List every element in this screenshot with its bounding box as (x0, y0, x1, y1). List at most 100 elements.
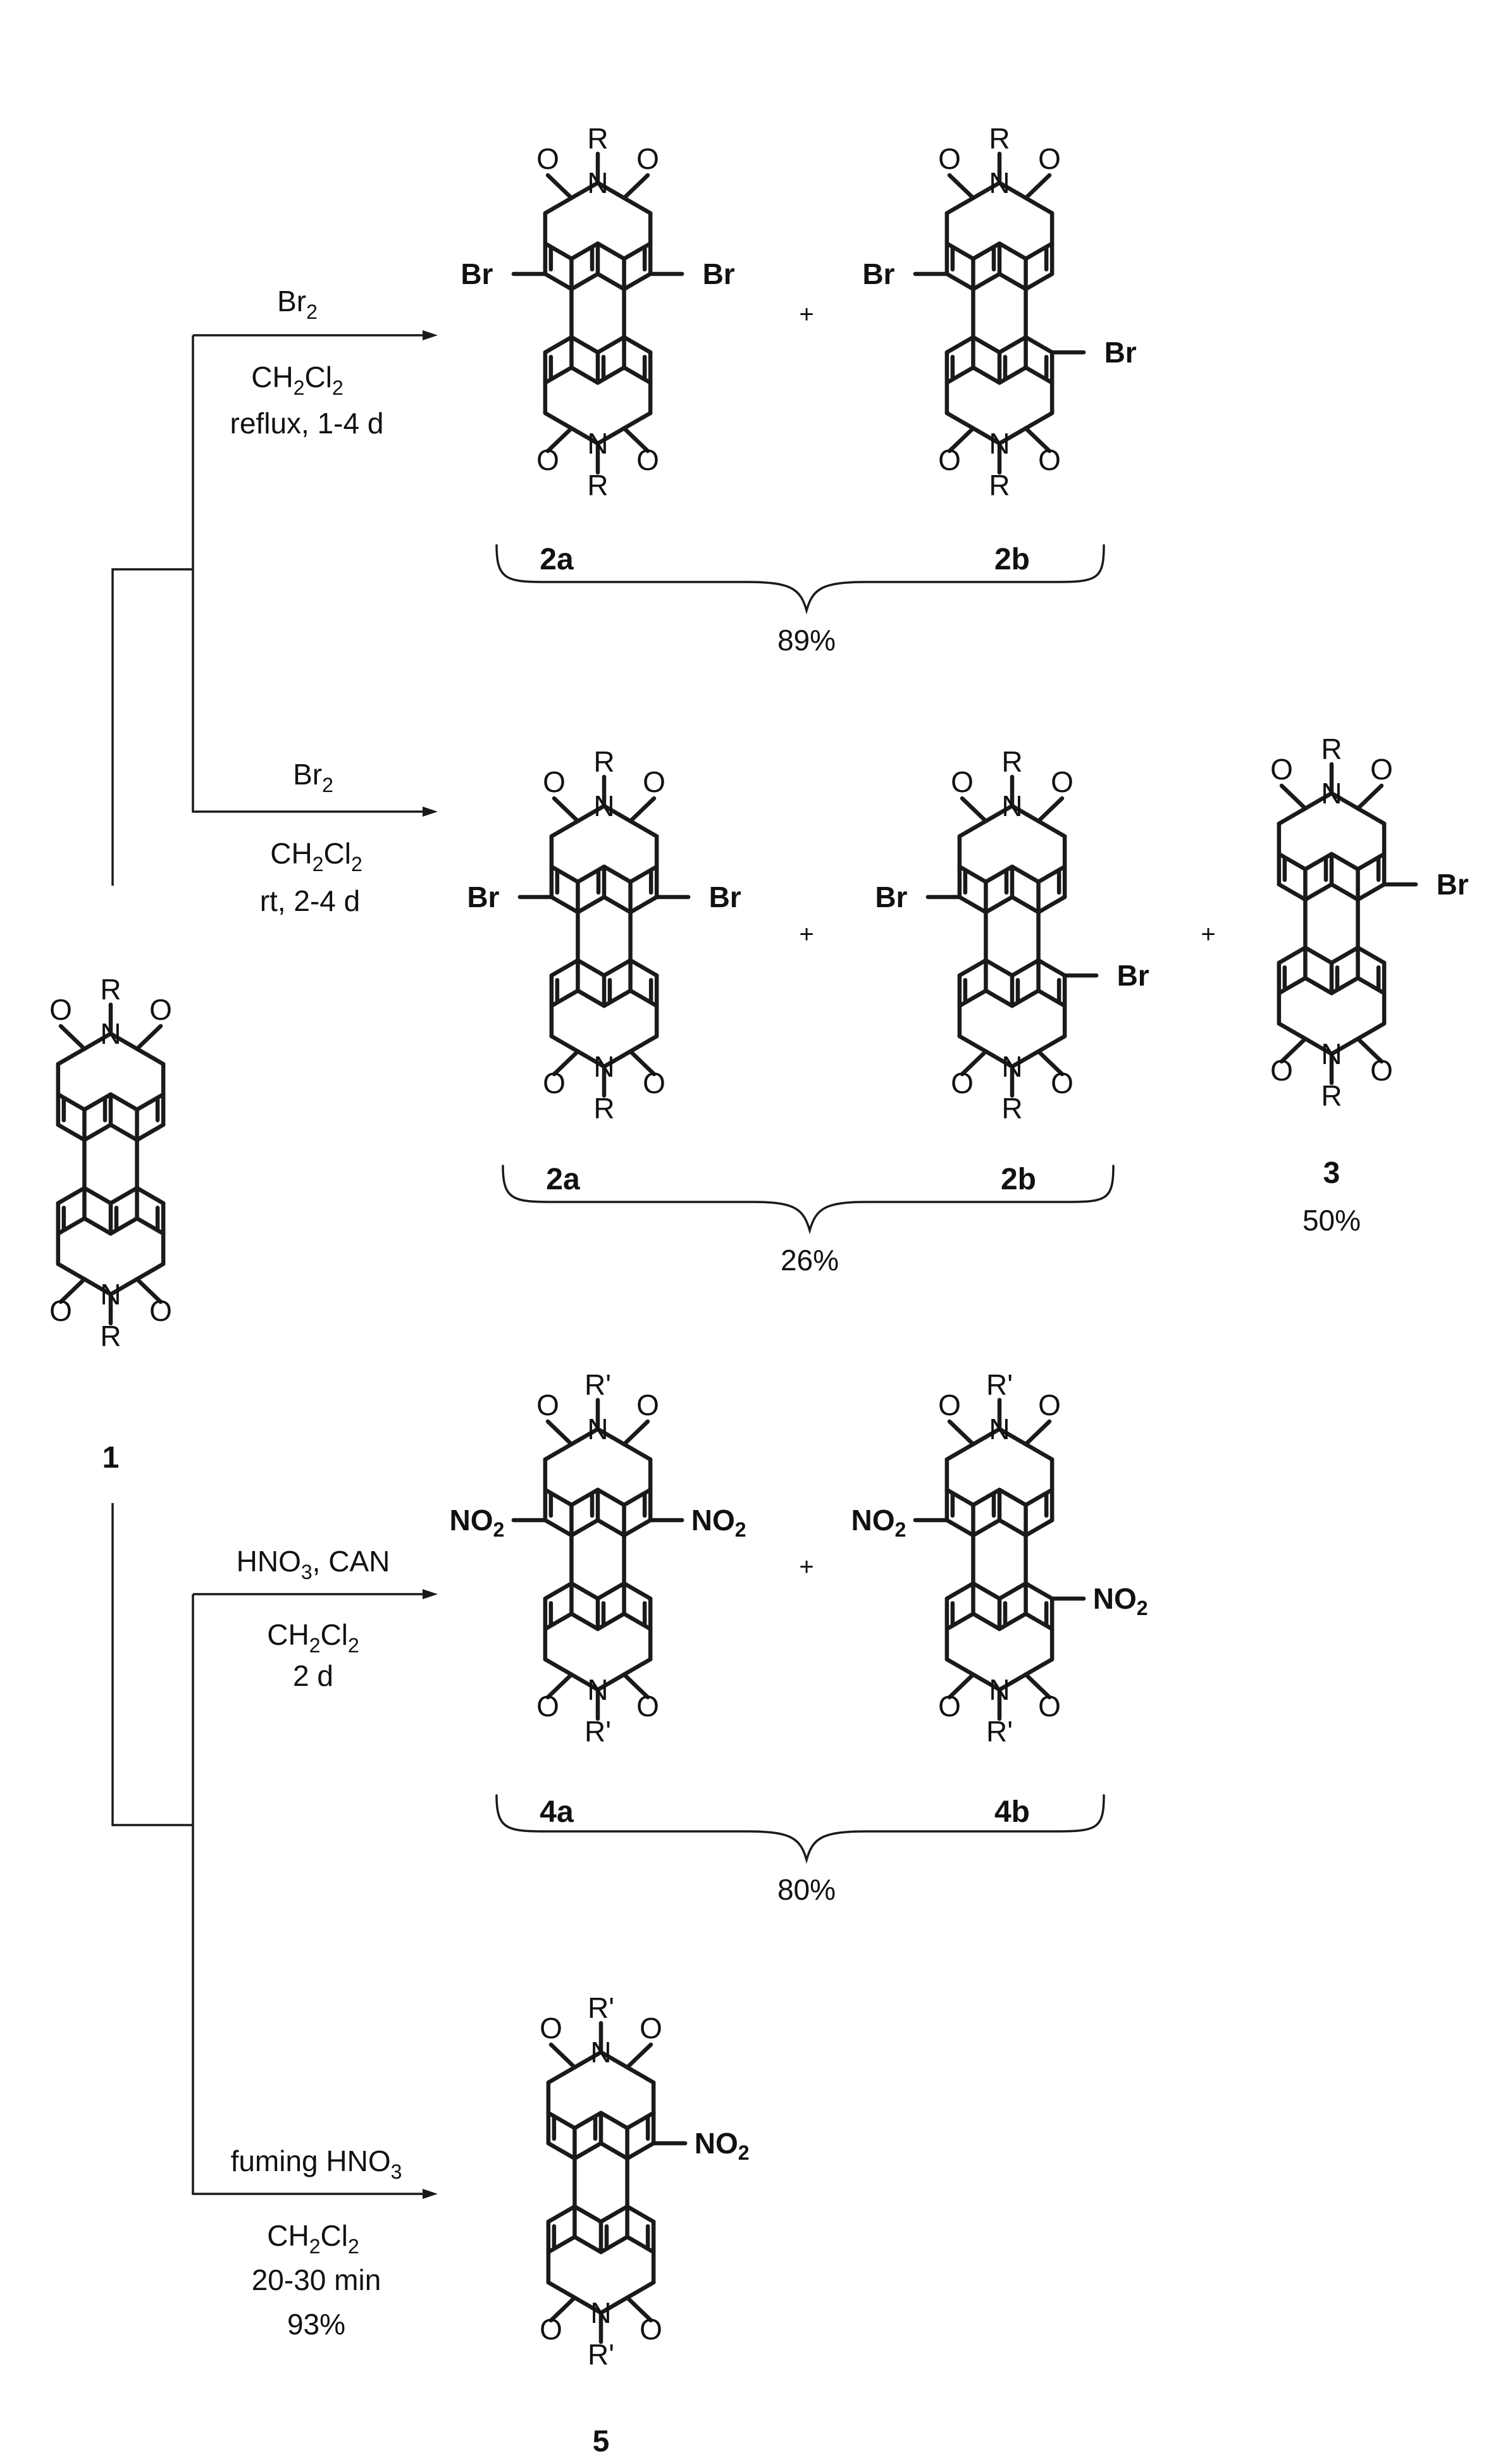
oxygen-atom: O (1051, 765, 1073, 798)
nitrogen-atom: N (590, 2296, 611, 2329)
r-group: R' (986, 1715, 1013, 1748)
yield-3: 50% (1302, 1204, 1361, 1237)
nitrogen-atom: N (100, 1278, 121, 1311)
oxygen-atom: O (540, 2313, 562, 2346)
oxygen-atom: O (149, 993, 172, 1026)
plus-r2a: + (799, 920, 814, 948)
conditions-1: Br2 CH2Cl2 reflux, 1-4 d (230, 285, 384, 440)
r-group: R (1001, 745, 1022, 778)
oxygen-atom: O (636, 1389, 659, 1421)
arrow-3-head (423, 1589, 438, 1599)
plus-r2b: + (1201, 920, 1215, 948)
condition-4-yield: 93% (287, 2308, 345, 2341)
bromo-substituent: Br (862, 257, 894, 290)
yield-r2: 26% (781, 1244, 839, 1277)
solvent-4: CH2Cl2 (267, 2219, 359, 2258)
nitrogen-atom: N (989, 1673, 1010, 1706)
nitro-substituent: NO2 (449, 1504, 504, 1541)
oxygen-atom: O (1270, 753, 1293, 786)
r-group: R' (585, 1715, 611, 1748)
label-2b-r2: 2b (1001, 1163, 1036, 1196)
oxygen-atom: O (938, 443, 961, 476)
nitrogen-atom: N (590, 2036, 611, 2069)
nitro-substituent: NO2 (851, 1504, 906, 1541)
r-group: R (1001, 1092, 1022, 1125)
conditions-2: Br2 CH2Cl2 rt, 2-4 d (260, 758, 362, 917)
nitrogen-atom: N (1321, 1037, 1342, 1070)
oxygen-atom: O (938, 1690, 961, 1723)
label-4a: 4a (540, 1795, 574, 1829)
brace-r2 (502, 1165, 1115, 1235)
bromo-substituent: Br (709, 881, 741, 913)
reagent-2: Br2 (293, 758, 333, 796)
reagent-4: fuming HNO3 (231, 2145, 402, 2183)
nitrogen-atom: N (989, 1413, 1010, 1446)
arrows (111, 330, 438, 2199)
nitro-substituent: NO2 (691, 1504, 746, 1541)
nitro-substituent: NO2 (1093, 1582, 1148, 1619)
r-group: R (100, 973, 121, 1006)
r-group: R' (986, 1368, 1013, 1401)
oxygen-atom: O (536, 1690, 559, 1723)
r-group: R (989, 122, 1010, 155)
reagent-3: HNO3, CAN (237, 1545, 390, 1583)
conditions-4: fuming HNO3 CH2Cl2 20-30 min 93% (231, 2145, 402, 2341)
r-group: R (593, 745, 614, 778)
oxygen-atom: O (951, 765, 974, 798)
label-5: 5 (593, 2425, 610, 2458)
oxygen-atom: O (149, 1294, 172, 1327)
condition-1-temp: reflux, 1-4 d (230, 407, 384, 440)
reagent-1: Br2 (277, 285, 318, 323)
brace-r3 (495, 1794, 1105, 1864)
condition-3-time: 2 d (293, 1659, 333, 1692)
solvent-2: CH2Cl2 (270, 837, 362, 876)
bromo-substituent: Br (1104, 336, 1137, 369)
oxygen-atom: O (640, 2012, 662, 2045)
r-group: R (587, 469, 608, 502)
oxygen-atom: O (1370, 1054, 1393, 1087)
oxygen-atom: O (49, 993, 72, 1026)
bromo-substituent: Br (703, 257, 735, 290)
r-group: R' (588, 2338, 614, 2371)
plus-r3: + (799, 1553, 814, 1581)
condition-4-time: 20-30 min (252, 2263, 381, 2296)
oxygen-atom: O (49, 1294, 72, 1327)
oxygen-atom: O (1051, 1067, 1073, 1099)
oxygen-atom: O (536, 443, 559, 476)
oxygen-atom: O (536, 142, 559, 175)
r-group: R (989, 469, 1010, 502)
r-group: R (1321, 733, 1342, 765)
bromo-substituent: Br (461, 257, 493, 290)
label-1: 1 (102, 1441, 120, 1475)
nitrogen-atom: N (1001, 789, 1022, 822)
plus-r1: + (799, 300, 814, 328)
nitrogen-atom: N (1321, 777, 1342, 810)
brace-r1 (495, 544, 1105, 615)
oxygen-atom: O (636, 142, 659, 175)
oxygen-atom: O (636, 443, 659, 476)
oxygen-atom: O (543, 765, 566, 798)
oxygen-atom: O (1038, 1690, 1061, 1723)
oxygen-atom: O (643, 765, 665, 798)
nitrogen-atom: N (989, 166, 1010, 199)
oxygen-atom: O (1038, 142, 1061, 175)
oxygen-atom: O (643, 1067, 665, 1099)
label-2b-r1: 2b (994, 543, 1030, 576)
oxygen-atom: O (540, 2012, 562, 2045)
r-group: R (587, 122, 608, 155)
nitrogen-atom: N (587, 166, 608, 199)
label-2a-r1: 2a (540, 543, 574, 576)
bromo-substituent: Br (875, 881, 907, 913)
oxygen-atom: O (938, 1389, 961, 1421)
r-group: R (100, 1320, 121, 1353)
